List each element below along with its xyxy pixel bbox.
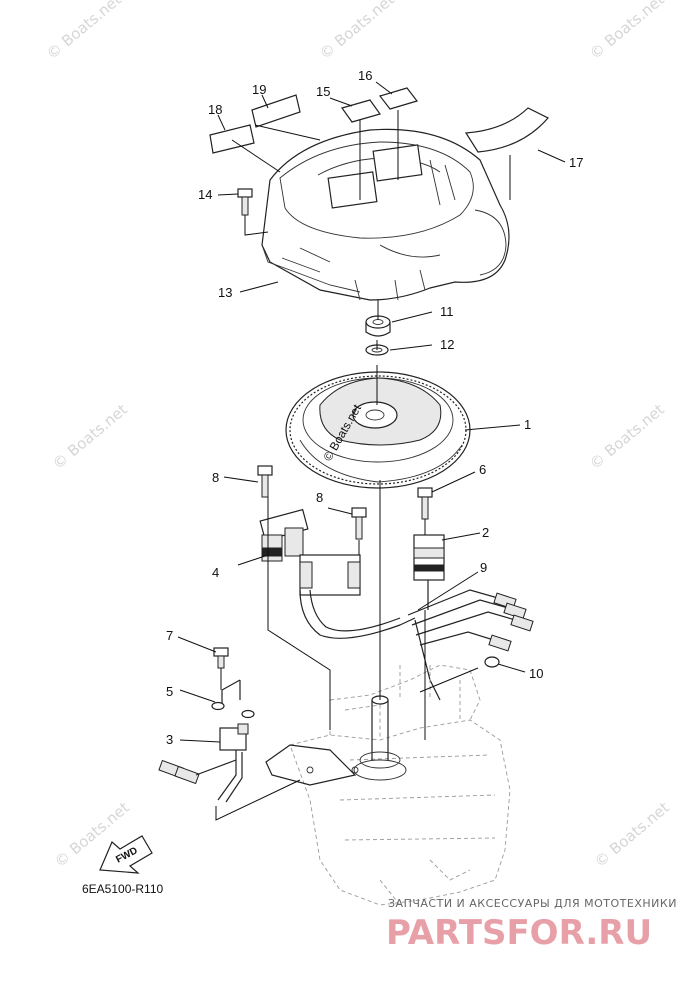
callout-11: 11 (440, 304, 454, 319)
callout-8-upper: 8 (212, 470, 219, 485)
callout-9: 9 (480, 560, 487, 575)
flywheel-cover (261, 128, 510, 301)
decal-16 (378, 87, 419, 110)
callout-numbers: 1 2 3 4 5 6 7 8 8 9 10 11 12 13 14 15 16… (166, 68, 583, 747)
bolt-8-upper (257, 465, 273, 498)
callout-8-lower: 8 (316, 490, 323, 505)
decal-18 (209, 124, 255, 154)
wire-harness-9 (407, 589, 534, 701)
grommet-10 (484, 656, 500, 668)
watermark: © Boats.net (586, 0, 668, 63)
watermark: © Boats.net (316, 0, 398, 63)
callout-2: 2 (482, 525, 489, 540)
flywheel: © Boats.net (285, 371, 471, 489)
watermark: © Boats.net (591, 798, 673, 871)
nut-11 (365, 315, 391, 337)
callout-10: 10 (529, 666, 543, 681)
coil-assembly-4 (259, 508, 416, 639)
bolt-6 (417, 487, 433, 520)
clamp-5 (211, 679, 255, 719)
sensor-3 (158, 723, 249, 803)
screw-7 (213, 647, 229, 669)
shop-branding: ЗАПЧАСТИ И АКСЕССУАРЫ ДЛЯ МОТОТЕХНИКИ PA… (386, 897, 677, 953)
decal-19 (251, 94, 301, 128)
callout-1: 1 (524, 417, 531, 432)
fwd-arrow-icon: FWD (99, 835, 153, 874)
assembly-lines (215, 110, 511, 821)
decal-15 (341, 99, 381, 123)
callout-18: 18 (208, 102, 222, 117)
callout-16: 16 (358, 68, 372, 83)
pulser-coil-2 (413, 534, 445, 610)
callout-leaders (177, 81, 566, 743)
watermark: © Boats.net (43, 0, 125, 63)
callout-13: 13 (218, 285, 232, 300)
callout-14: 14 (198, 187, 212, 202)
shop-brand: PARTSFOR.RU (386, 913, 652, 953)
callout-7: 7 (166, 628, 173, 643)
watermark: © Boats.net (586, 400, 668, 473)
bolt-8-lower (351, 507, 367, 540)
callout-3: 3 (166, 732, 173, 747)
watermark: © Boats.net (49, 400, 131, 473)
callout-6: 6 (479, 462, 486, 477)
engine-block (265, 664, 511, 906)
callout-4: 4 (212, 565, 219, 580)
callout-15: 15 (316, 84, 330, 99)
callout-5: 5 (166, 684, 173, 699)
diagram-code: 6EA5100-R110 (82, 882, 163, 896)
bolt-14 (237, 188, 253, 216)
callout-19: 19 (252, 82, 266, 97)
callout-17: 17 (569, 155, 583, 170)
shop-tagline: ЗАПЧАСТИ И АКСЕССУАРЫ ДЛЯ МОТОТЕХНИКИ (388, 897, 677, 910)
decal-17 (464, 107, 549, 153)
callout-12: 12 (440, 337, 454, 352)
